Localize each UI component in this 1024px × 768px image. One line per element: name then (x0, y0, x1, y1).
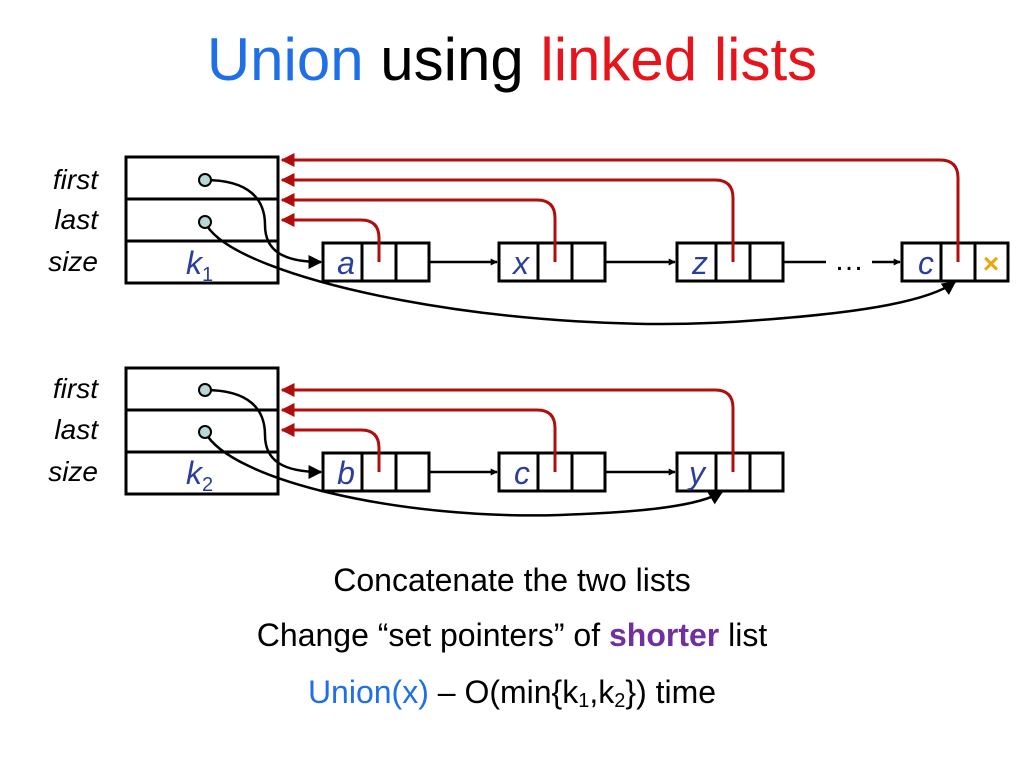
caption-shorter: shorter (608, 617, 720, 653)
label-first: first (53, 164, 99, 195)
header-box (124, 155, 280, 285)
last-pointer (203, 221, 957, 326)
caption-union-call: Union(x) (307, 674, 429, 710)
caption-complexity-b: ,k (589, 674, 615, 710)
caption-complexity-a: – O(min{k (428, 674, 579, 710)
first-dot (198, 383, 212, 397)
set-pointer (280, 383, 735, 472)
slide-title: Union using linked lists (0, 22, 1024, 98)
set-pointer (280, 403, 557, 472)
last-dot (198, 425, 212, 439)
node-value: y (687, 455, 707, 491)
caption-change-pointers: Change “set pointers” of shorter list (0, 615, 1024, 655)
set-pointer (280, 173, 735, 262)
header-box (124, 366, 280, 496)
node-a: a (321, 241, 431, 283)
last-dot (198, 215, 212, 229)
first-pointer (204, 178, 323, 269)
header-pointers (203, 388, 724, 517)
node-value: c (918, 245, 934, 281)
node-value: x (511, 245, 530, 281)
caption-change-pre: Change “set pointers” of (256, 617, 609, 653)
caption-concatenate: Concatenate the two lists (333, 562, 691, 598)
header-pointers (203, 178, 957, 326)
caption-change-post: list (719, 617, 768, 653)
label-last: last (54, 414, 99, 445)
title-linked-lists: linked lists (540, 26, 818, 93)
node-value: b (337, 455, 355, 491)
set-pointer (280, 213, 381, 262)
first-pointer (204, 388, 323, 479)
set-pointers (280, 383, 735, 472)
list-1: first last size k1 a x z (48, 153, 1010, 326)
node-z: z (675, 241, 785, 283)
node-value: z (691, 245, 708, 281)
node-c-last: c × (900, 241, 1010, 283)
caption-complexity-c: }) time (625, 674, 717, 710)
title-using: using (380, 26, 524, 93)
title-union: Union (206, 26, 364, 93)
node-x: x (497, 241, 607, 283)
set-pointer (280, 153, 960, 262)
node-y: y (675, 451, 785, 493)
node-c: c (497, 451, 607, 493)
null-marker: × (983, 248, 999, 279)
label-size: size (48, 246, 98, 277)
set-pointers (280, 153, 960, 262)
label-last: last (54, 204, 99, 235)
caption-sub-2: 2 (614, 690, 626, 712)
list-2: first last size k2 b c y (48, 366, 785, 517)
last-pointer (203, 431, 724, 517)
ellipsis: … (834, 244, 864, 277)
caption-sub-1: 1 (578, 690, 590, 712)
label-first: first (53, 373, 99, 404)
node-value: c (514, 455, 530, 491)
label-size: size (48, 456, 98, 487)
size-value: k2 (186, 455, 213, 496)
node-value: a (337, 245, 355, 281)
set-pointer (280, 193, 557, 262)
caption-complexity: Union(x) – O(min{k1,k2}) time (0, 672, 1024, 712)
size-value: k1 (186, 245, 213, 286)
set-pointer (280, 423, 381, 472)
node-b: b (321, 451, 431, 493)
first-dot (198, 173, 212, 187)
